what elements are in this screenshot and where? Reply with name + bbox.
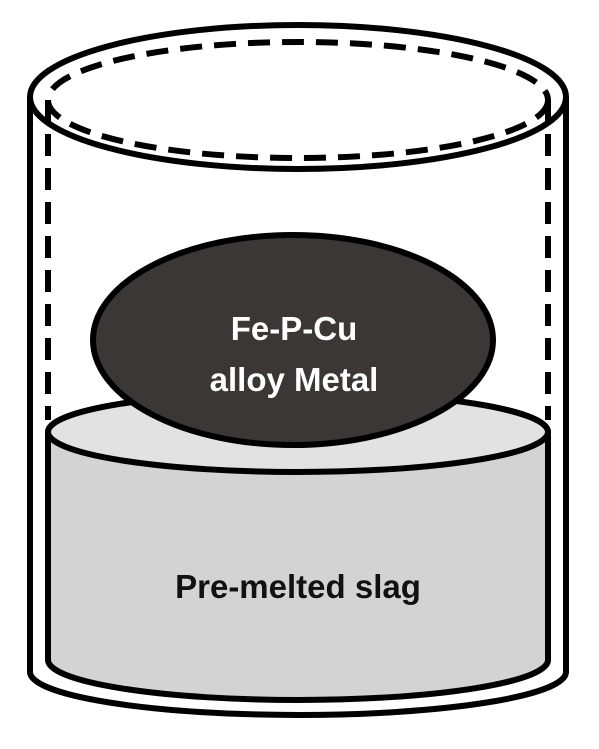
rim-outer bbox=[27, 22, 569, 172]
rim-inner-dashed bbox=[45, 39, 551, 161]
slag-label: Pre-melted slag bbox=[175, 568, 421, 605]
crucible-rim bbox=[27, 22, 569, 172]
metal-ellipse bbox=[90, 232, 496, 448]
metal-drop: Fe-P-Cu alloy Metal bbox=[90, 232, 496, 448]
metal-label-line2: alloy Metal bbox=[210, 361, 379, 398]
crucible-inner-walls bbox=[45, 100, 551, 420]
metal-label-line1: Fe-P-Cu bbox=[231, 310, 358, 347]
